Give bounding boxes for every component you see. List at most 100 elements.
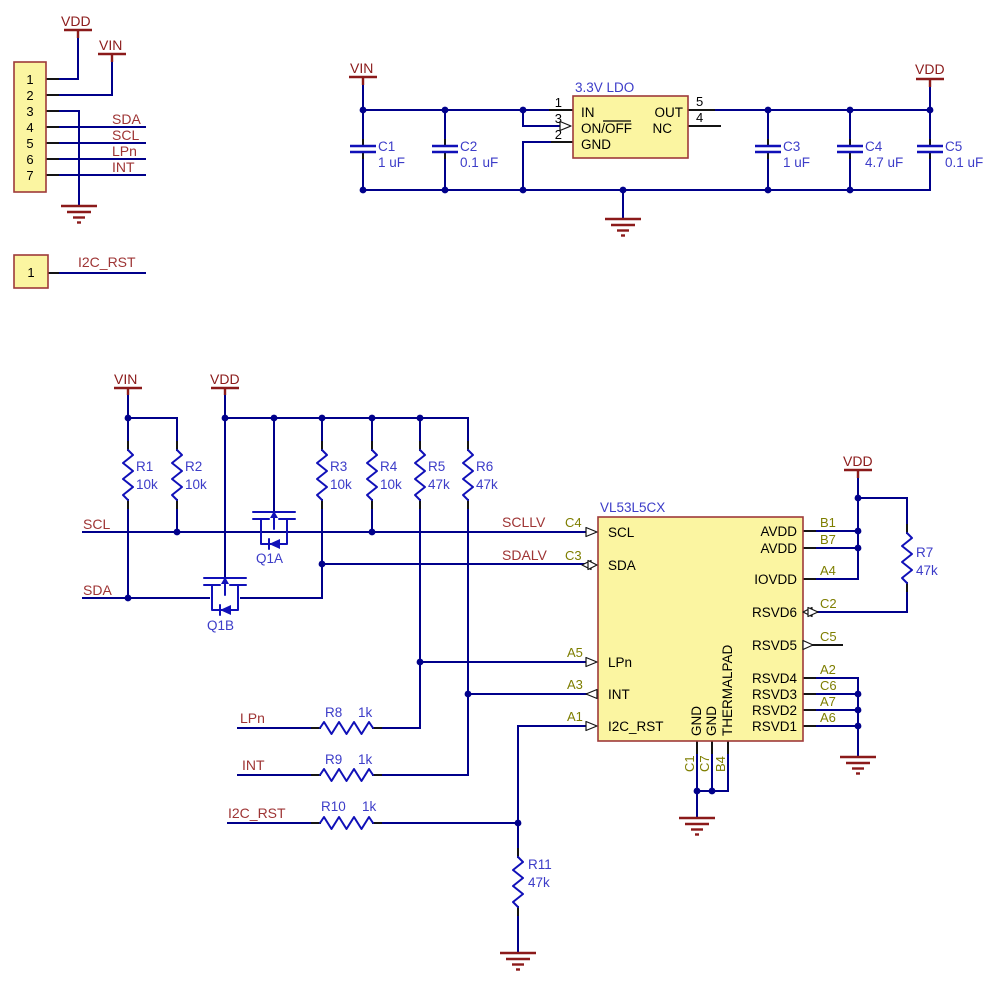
vin-label: VIN <box>350 60 373 76</box>
c5-value: 0.1 uF <box>945 155 983 170</box>
gnd-symbol <box>500 951 536 971</box>
chip-des-c6: C6 <box>820 678 837 693</box>
connector-j1-body <box>13 61 47 193</box>
chip-des-b7: B7 <box>820 532 836 547</box>
j2-pin-1: 1 <box>27 265 34 280</box>
capacitor-c1: C1 1 uF <box>350 139 405 170</box>
i2c-rst-input-arrow <box>585 720 598 732</box>
c3-value: 1 uF <box>783 155 810 170</box>
sdalv-net-label: SDALV <box>502 547 548 563</box>
ldo-pin-gnd: GND <box>581 137 611 152</box>
chip-des-b4: B4 <box>713 756 728 772</box>
capacitor-c4: C4 4.7 uF <box>837 139 903 170</box>
j1-pin-5: 5 <box>26 136 33 151</box>
c4-value: 4.7 uF <box>865 155 903 170</box>
resistor-r6: R6 47k <box>462 449 498 501</box>
resistor-r1: R1 10k <box>122 449 158 501</box>
ldo-pin-onoff: ON/OFF <box>581 121 632 136</box>
int-output-arrow <box>585 688 598 700</box>
chip-pin-int: INT <box>608 687 630 702</box>
chip-pin-gnd1: GND <box>689 706 704 736</box>
c2-ref: C2 <box>460 139 477 154</box>
r3-value: 10k <box>330 477 352 492</box>
connector-j1: 1 2 3 4 5 6 7 SDA SCL LPn INT <box>13 61 141 193</box>
rsvd6-bidir-arrow-right <box>807 606 819 618</box>
chip-pin-i2c-rst: I2C_RST <box>608 719 664 734</box>
capacitor-c5: C5 0.1 uF <box>917 139 983 170</box>
chip-des-c3: C3 <box>565 548 582 563</box>
scl-net-label: SCL <box>83 516 110 532</box>
q1a-ref: Q1A <box>256 551 283 566</box>
r7-ref: R7 <box>916 545 933 560</box>
ldo-pin-out: OUT <box>655 105 684 120</box>
ground-symbols <box>61 204 876 971</box>
wires <box>57 37 931 952</box>
chip-pin-avdd1: AVDD <box>760 524 797 539</box>
q1b-ref: Q1B <box>207 618 234 633</box>
chip-pin-scl: SCL <box>608 525 635 540</box>
resistor-r11: R11 47k <box>512 856 552 908</box>
r6-ref: R6 <box>476 459 493 474</box>
chip-pin-rsvd5: RSVD5 <box>752 638 797 653</box>
r7-value: 47k <box>916 563 938 578</box>
r6-value: 47k <box>476 477 498 492</box>
r8-ref: R8 <box>325 705 342 720</box>
c1-value: 1 uF <box>378 155 405 170</box>
ldo-body <box>572 95 689 159</box>
chip-des-a1: A1 <box>567 709 583 724</box>
int-net-label: INT <box>112 159 135 175</box>
r4-value: 10k <box>380 477 402 492</box>
ldo-num-onoff: 3 <box>555 111 562 126</box>
vin-symbol: VIN <box>349 60 377 85</box>
vdd-label: VDD <box>61 13 91 29</box>
ldo-num-in: 1 <box>555 95 562 110</box>
ldo-onoff-input-arrow <box>559 120 572 132</box>
vdd-symbol: VDD <box>61 13 92 38</box>
resistor-r9: R9 1k <box>319 752 374 782</box>
r10-ref: R10 <box>321 799 346 814</box>
ldo-num-nc: 4 <box>696 110 703 125</box>
chip-pin-gnd2: GND <box>704 706 719 736</box>
vdd-symbol: VDD <box>210 371 240 395</box>
pin-stubs <box>45 78 931 916</box>
vin-label: VIN <box>114 371 137 387</box>
c2-value: 0.1 uF <box>460 155 498 170</box>
ldo-regulator: 3.3V LDO IN ON/OFF GND OUT NC 1 3 2 5 4 <box>555 80 703 159</box>
lpn-input-arrow <box>585 656 598 668</box>
r10-value: 1k <box>362 799 377 814</box>
vin-symbol: VIN <box>98 37 126 62</box>
chip-title: VL53L5CX <box>600 500 665 515</box>
lpn-net-label: LPn <box>112 143 137 159</box>
j1-pin-1: 1 <box>26 72 33 87</box>
mosfet-q1b: Q1B <box>203 577 247 633</box>
chip-pin-rsvd3: RSVD3 <box>752 687 797 702</box>
junction-dots <box>124 106 934 827</box>
r4-ref: R4 <box>380 459 398 474</box>
j1-pin-3: 3 <box>26 104 33 119</box>
chip-pin-rsvd6: RSVD6 <box>752 605 797 620</box>
net-labels: SCL SDA SCLLV SDALV LPn INT I2C_RST <box>83 514 548 821</box>
r2-value: 10k <box>185 477 207 492</box>
resistor-r2: R2 10k <box>171 449 207 501</box>
scl-input-arrow <box>585 526 598 538</box>
j1-pin-6: 6 <box>26 152 33 167</box>
gnd-symbol <box>61 204 97 224</box>
int-net-label: INT <box>242 757 265 773</box>
connector-j2-body <box>13 254 49 289</box>
chip-pin-rsvd1: RSVD1 <box>752 719 797 734</box>
scllv-net-label: SCLLV <box>502 514 546 530</box>
ldo-num-gnd: 2 <box>555 127 562 142</box>
r11-ref: R11 <box>528 857 552 872</box>
vdd-label: VDD <box>915 61 945 77</box>
c3-ref: C3 <box>783 139 800 154</box>
chip-des-a4: A4 <box>820 563 836 578</box>
ldo-pin-nc: NC <box>653 121 673 136</box>
connector-j2: 1 I2C_RST <box>13 254 136 289</box>
vdd-symbol: VDD <box>915 61 945 87</box>
chip-des-a5: A5 <box>567 645 583 660</box>
gnd-symbol <box>840 755 876 775</box>
power-symbols: VDD VIN VIN VDD VIN VDD VDD <box>61 13 945 478</box>
chip-vl53l5cx: VL53L5CX SCL SDA LPn INT I2C_RST C4 C3 A… <box>565 500 837 772</box>
